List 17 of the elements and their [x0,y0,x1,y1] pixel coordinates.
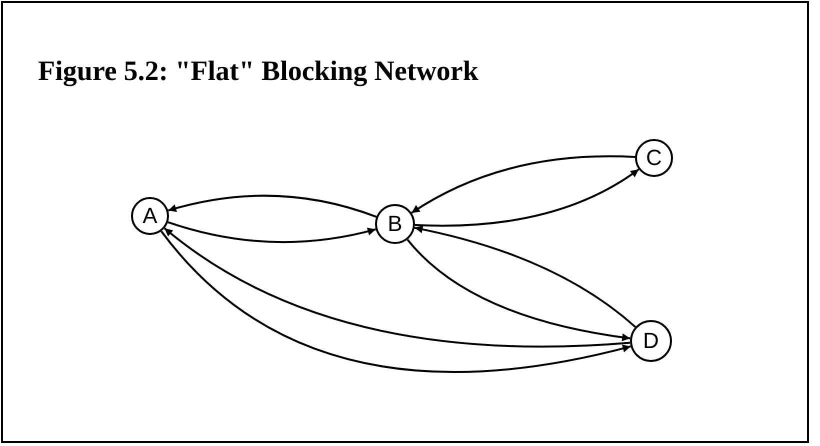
arrow [414,226,636,328]
node-label: D [643,328,659,354]
arrow [414,168,640,227]
node-label: A [142,203,158,229]
arrow [168,194,377,218]
figure-title: Figure 5.2: "Flat" Blocking Network [38,56,478,88]
arrow [406,238,630,342]
state-circle [630,320,672,362]
node-label: C [646,145,662,171]
arrow [411,155,636,214]
arrow [160,230,631,373]
arrow [164,227,630,348]
state-circle [635,139,673,177]
state-circle [131,197,169,235]
state-circle [375,204,415,244]
arrow [168,221,376,244]
node-label: B [388,211,402,237]
